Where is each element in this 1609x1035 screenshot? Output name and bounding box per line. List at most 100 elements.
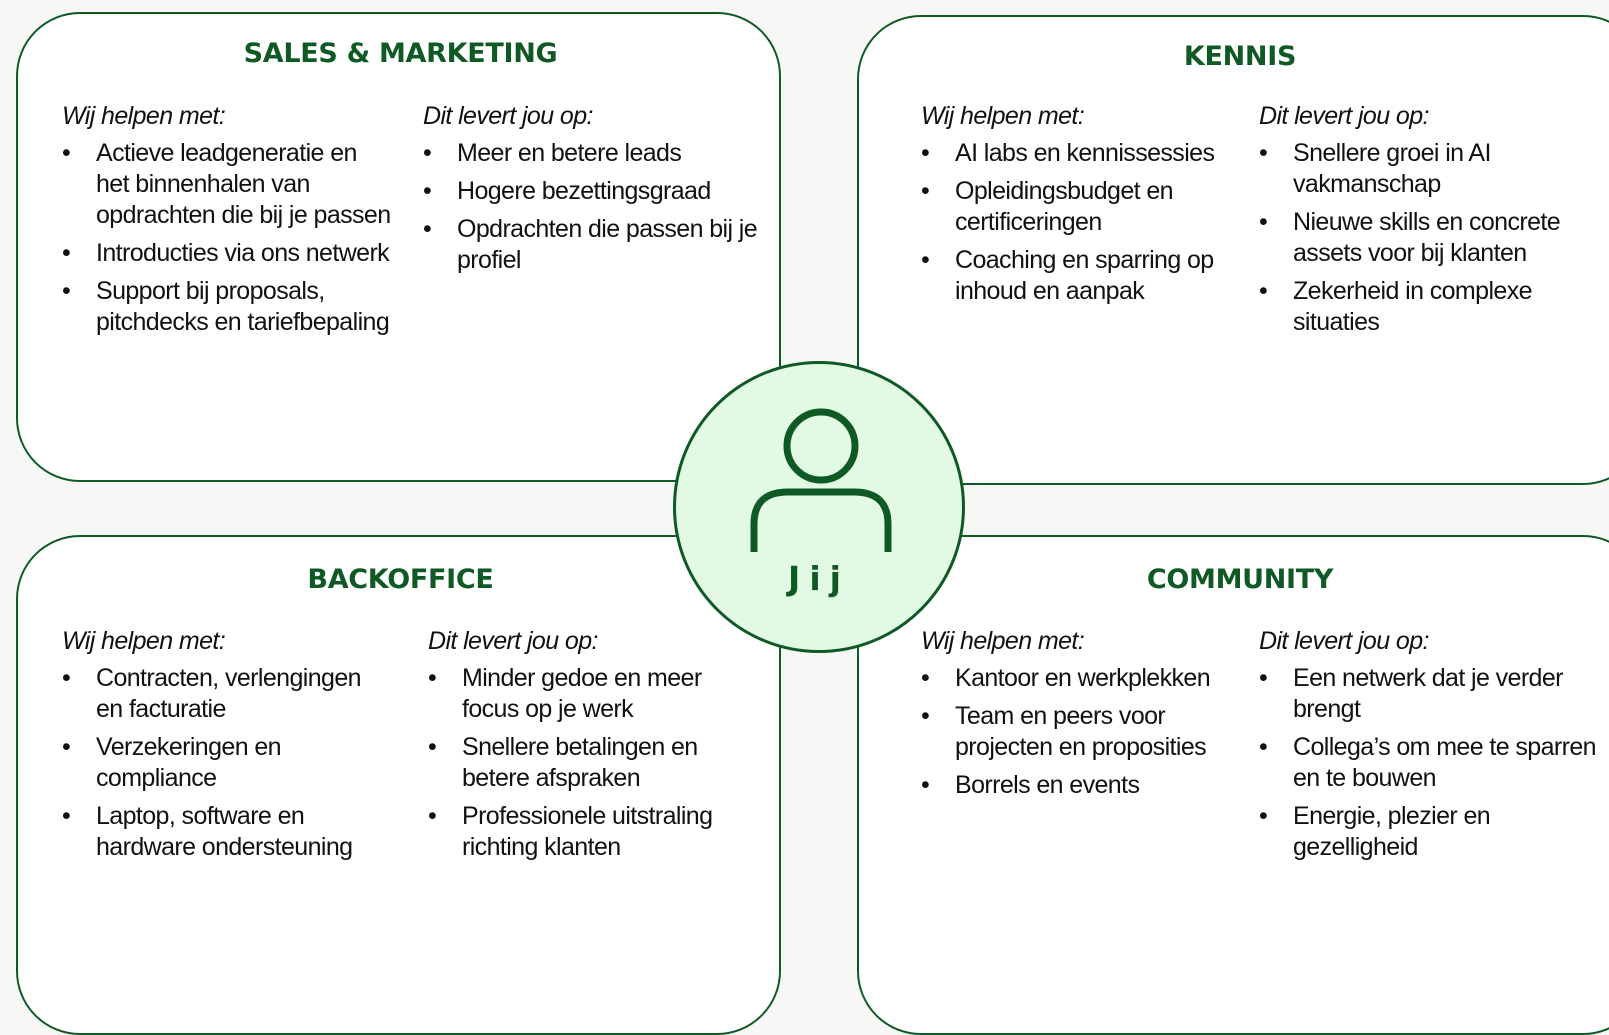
bullet-icon: • [921,702,930,730]
bullet-icon: • [62,277,71,305]
list-item-text: Introducties via ons netwerk [96,239,390,267]
bullet-icon: • [428,802,437,830]
bullet-icon: • [921,177,930,205]
list-item-text: Team en peers voor projecten en proposit… [955,702,1207,761]
help-list: • Kantoor en werkplekken • Team en peers v… [921,663,1236,801]
list-item: • Collega’s om mee te sparren en te bouwe… [1259,732,1599,794]
card-title-community: COMMUNITY [1146,564,1334,595]
list-item: •Borrels en events [921,770,1236,801]
help-list: • Actieve leadgeneratie en het binnenhale… [62,138,392,338]
list-item: • Opdrachten die passen bij je profiel [423,214,773,276]
list-item: • Snellere groei in AI vakmanschap [1259,138,1599,200]
list-item-text: Contracten, verlengingen en facturatie [96,664,362,723]
list-item-text: Minder gedoe en meer focus op je werk [462,664,702,723]
bullet-icon: • [428,733,437,761]
list-item-text: Coaching en sparring op inhoud en aanpak [955,246,1214,305]
bullet-icon: • [921,664,930,692]
list-item: •Hogere bezettingsgraad [423,176,773,207]
list-item: • Support bij proposals, pitchdecks en ta… [62,276,392,338]
list-item-text: Zekerheid in complexe situaties [1293,277,1533,336]
list-item: • Snellere betalingen en betere afspraken [428,732,758,794]
benefit-heading: Dit levert jou op: [423,102,593,130]
bullet-icon: • [1259,802,1268,830]
benefit-column: Dit levert jou op: • Een netwerk dat je v… [1259,625,1599,870]
list-item: • Verzekeringen en compliance [62,732,392,794]
card-sales-marketing: SALES & MARKETING Wij helpen met: • Actie… [16,12,781,482]
help-column: Wij helpen met: •AI labs en kennissessie… [921,100,1236,314]
bullet-icon: • [1259,139,1268,167]
center-label: Jij [788,559,850,598]
benefit-list: •Meer en betere leads •Hogere bezettings… [423,138,773,276]
list-item-text: Hogere bezettingsgraad [457,177,711,205]
benefit-heading: Dit levert jou op: [1259,627,1429,655]
list-item-text: Nieuwe skills en concrete assets voor bi… [1293,208,1561,267]
list-item: • Energie, plezier en gezelligheid [1259,801,1599,863]
list-item-text: Meer en betere leads [457,139,682,167]
list-item-text: Kantoor en werkplekken [955,664,1211,692]
list-item-text: Snellere groei in AI vakmanschap [1293,139,1491,198]
benefit-column: Dit levert jou op: • Meer en betere leads… [423,100,773,283]
bullet-icon: • [428,664,437,692]
list-item: • Zekerheid in complexe situaties [1259,276,1599,338]
list-item: • Laptop, software en hardware ondersteun… [62,801,392,863]
list-item-text: Collega’s om mee te sparren en te bouwen [1293,733,1597,792]
list-item: •Professionele uitstraling richting klan… [428,801,758,863]
list-item: •AI labs en kennissessies [921,138,1236,169]
card-community: COMMUNITY Wij helpen met: • Kantoor en we… [857,535,1609,1035]
benefit-column: Dit levert jou op: • Snellere groei in AI… [1259,100,1599,345]
list-item: • Actieve leadgeneratie en het binnenhale… [62,138,392,231]
benefit-heading: Dit levert jou op: [428,627,598,655]
help-heading: Wij helpen met: [921,102,1085,130]
list-item: • Nieuwe skills en concrete assets voor b… [1259,207,1599,269]
help-column: Wij helpen met: • Contracten, verlenginge… [62,625,392,870]
center-person-circle: Jij [673,361,965,653]
list-item-text: Opleidingsbudget en certificeringen [955,177,1174,236]
help-column: Wij helpen met: • Actieve leadgeneratie e… [62,100,392,345]
bullet-icon: • [423,215,432,243]
list-item-text: Laptop, software en hardware ondersteuni… [96,802,353,861]
bullet-icon: • [1259,733,1268,761]
list-item: • Minder gedoe en meer focus op je werk [428,663,758,725]
list-item: • Kantoor en werkplekken [921,663,1236,694]
bullet-icon: • [62,733,71,761]
help-list: •AI labs en kennissessies •Opleidingsbud… [921,138,1236,307]
benefit-column: Dit levert jou op: • Minder gedoe en meer… [428,625,758,870]
bullet-icon: • [1259,208,1268,236]
bullet-icon: • [921,246,930,274]
list-item: • Team en peers voor projecten en proposi… [921,701,1236,763]
bullet-icon: • [62,664,71,692]
list-item-text: Support bij proposals, pitchdecks en tar… [96,277,390,336]
bullet-icon: • [423,139,432,167]
list-item-text: Actieve leadgeneratie en het binnenhalen… [96,139,391,229]
benefit-list: • Een netwerk dat je verder brengt • Colle… [1259,663,1599,863]
card-title-kennis: KENNIS [1183,41,1297,72]
list-item-text: Opdrachten die passen bij je profiel [457,215,758,274]
help-list: •Contracten, verlengingen en facturatie … [62,663,392,863]
bullet-icon: • [62,802,71,830]
benefit-heading: Dit levert jou op: [1259,102,1429,130]
bullet-icon: • [62,239,71,267]
list-item: • Een netwerk dat je verder brengt [1259,663,1599,725]
list-item-text: Snellere betalingen en betere afspraken [462,733,698,792]
bullet-icon: • [1259,277,1268,305]
help-column: Wij helpen met: • Kantoor en werkplekken … [921,625,1236,808]
list-item-text: Energie, plezier en gezelligheid [1293,802,1491,861]
card-backoffice: BACKOFFICE Wij helpen met: • Contracten, … [16,535,781,1035]
bullet-icon: • [921,771,930,799]
person-icon [750,408,892,552]
list-item: • Coaching en sparring op inhoud en aanpa… [921,245,1236,307]
card-title-backoffice: BACKOFFICE [307,564,494,595]
help-heading: Wij helpen met: [921,627,1085,655]
list-item-text: Verzekeringen en compliance [96,733,282,792]
list-item-text: Een netwerk dat je verder brengt [1293,664,1563,723]
list-item-text: AI labs en kennissessies [955,139,1215,167]
card-kennis: KENNIS Wij helpen met: •AI labs en kenni… [857,15,1609,485]
help-heading: Wij helpen met: [62,102,226,130]
list-item: • Meer en betere leads [423,138,773,169]
benefit-list: • Snellere groei in AI vakmanschap • Nieuw… [1259,138,1599,338]
card-title-sales-marketing: SALES & MARKETING [243,38,558,69]
bullet-icon: • [1259,664,1268,692]
help-heading: Wij helpen met: [62,627,226,655]
list-item: • Contracten, verlengingen en facturatie [62,663,392,725]
bullet-icon: • [62,139,71,167]
